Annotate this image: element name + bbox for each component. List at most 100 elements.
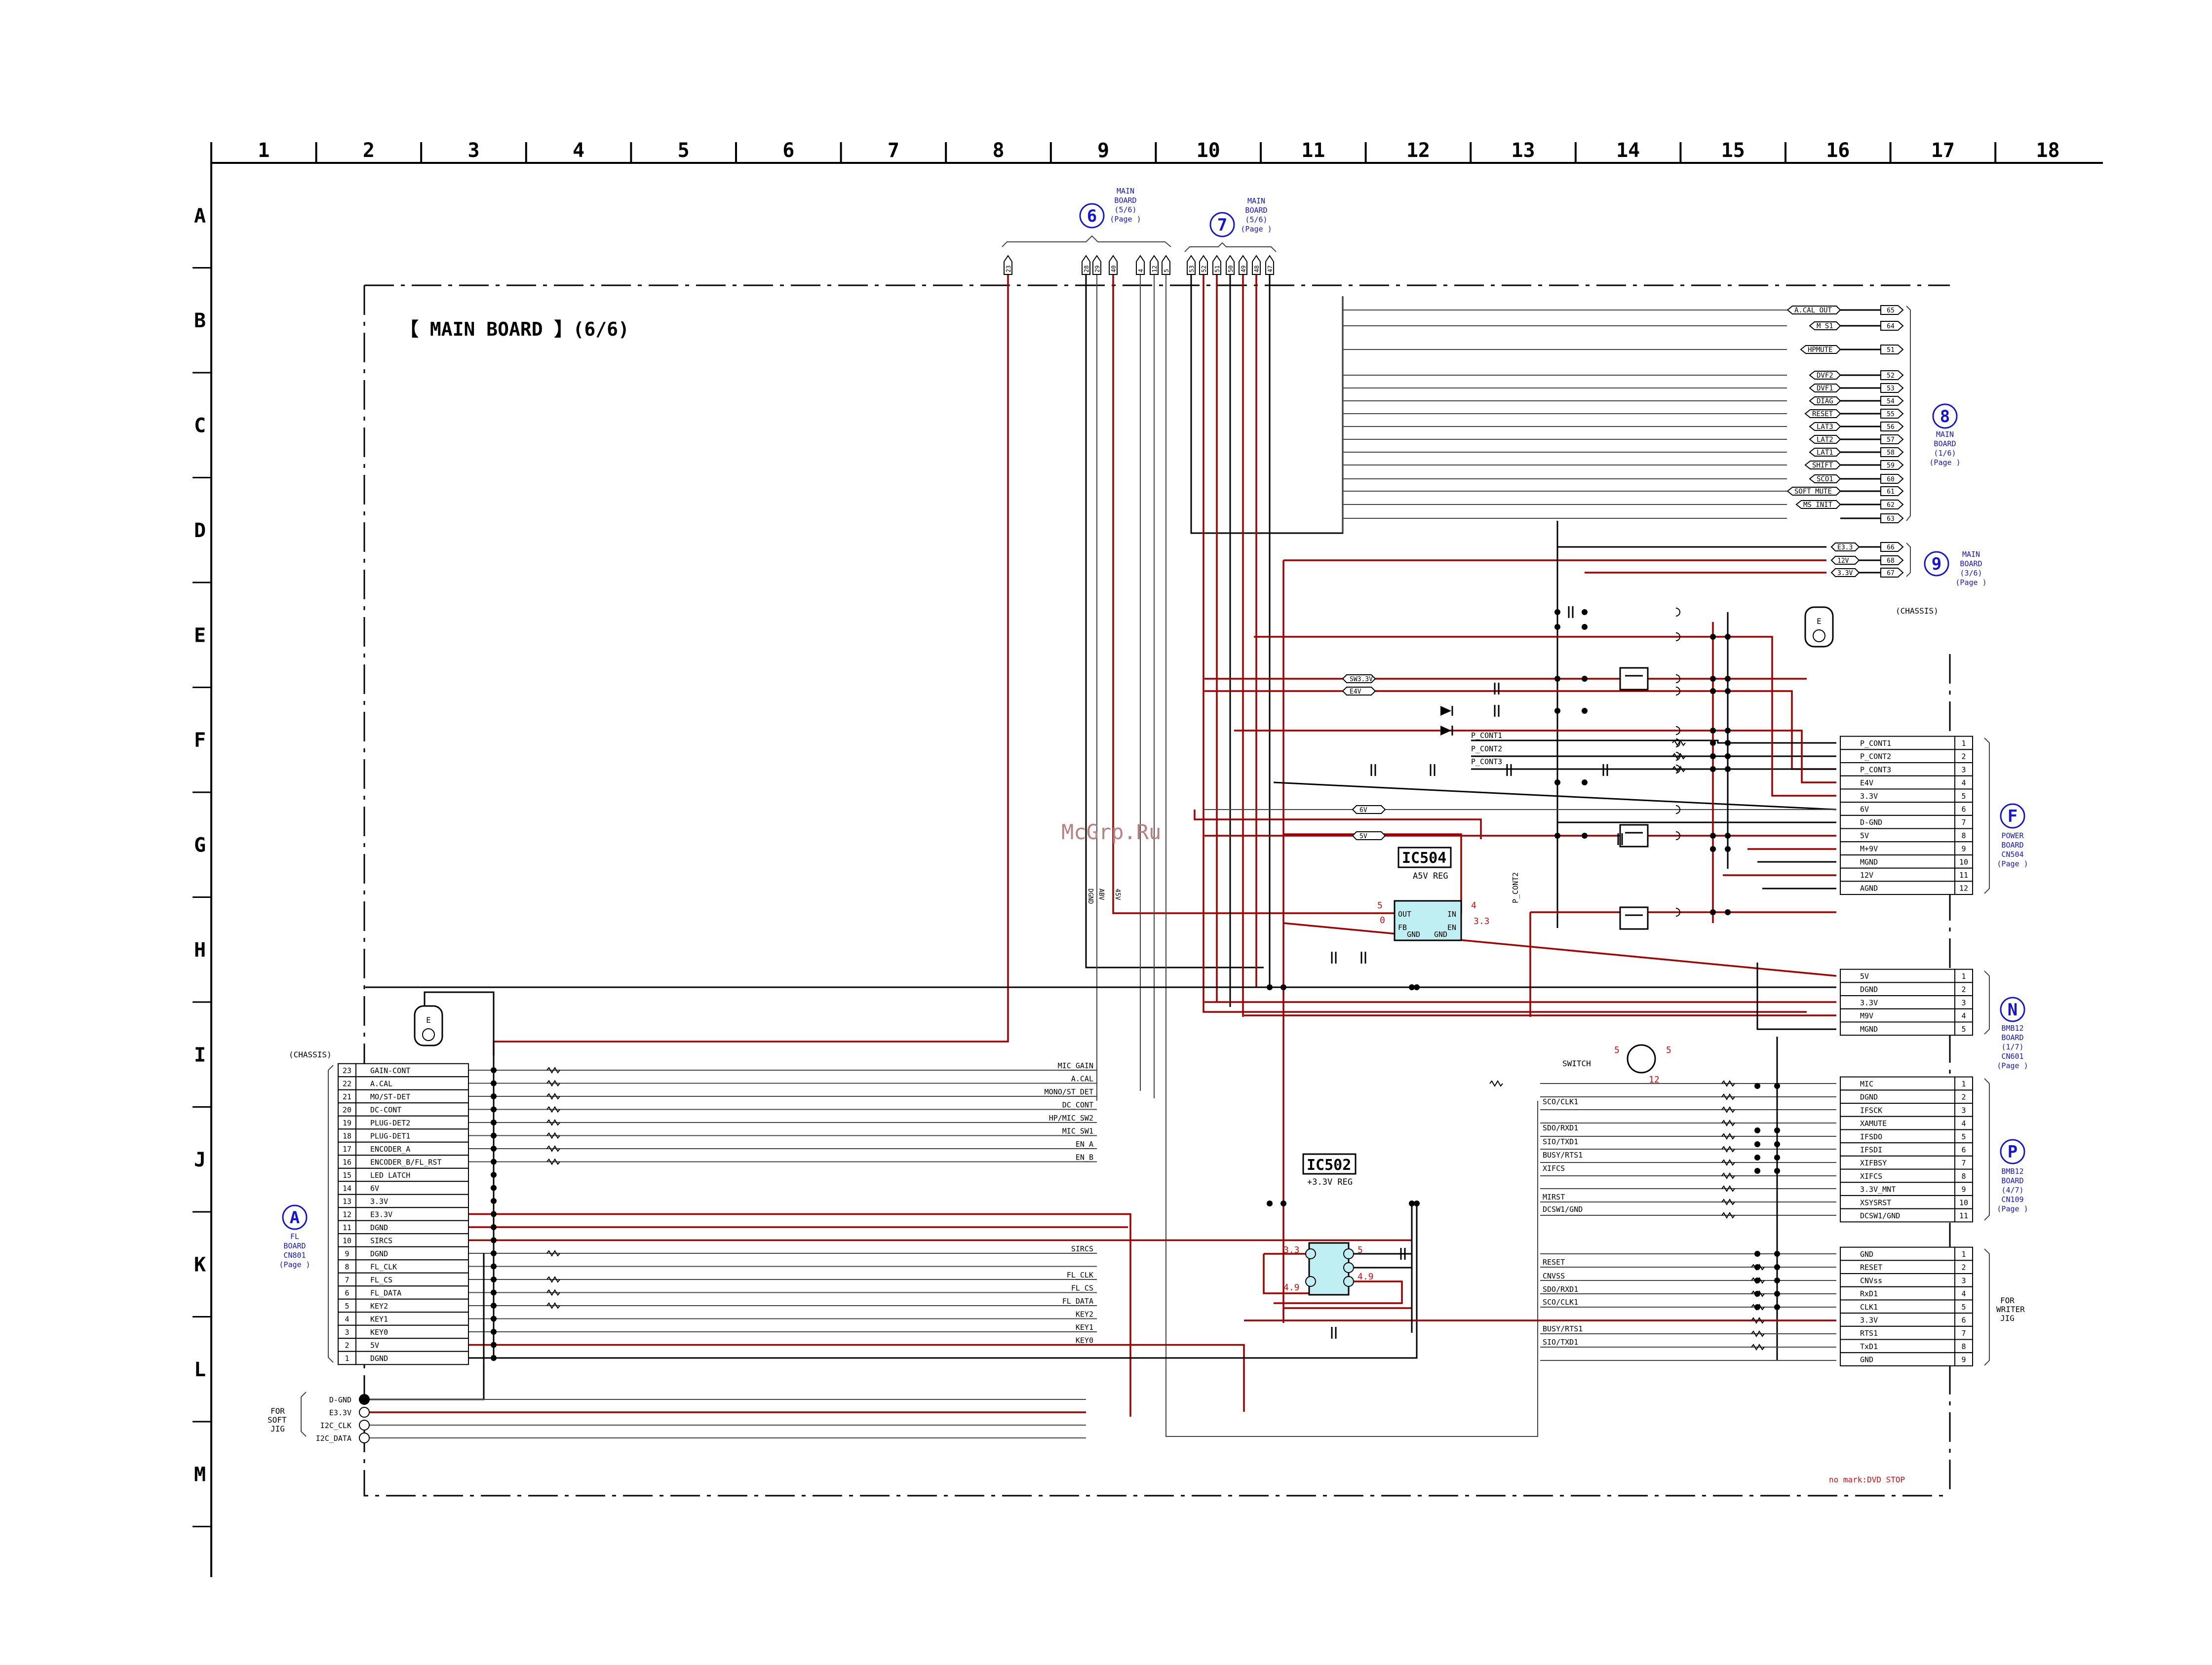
connW-pin-cell xyxy=(1954,1246,1973,1261)
connA-pin: 22 xyxy=(343,1080,351,1088)
connA-pin: 23 xyxy=(343,1066,351,1075)
connN-name: 3.3V xyxy=(1860,998,1878,1007)
conn9-tag xyxy=(1830,542,1860,551)
connW-name: RxD1 xyxy=(1860,1289,1878,1298)
connA-pin: 10 xyxy=(343,1237,351,1245)
resistor xyxy=(546,1119,560,1126)
ic504-name-box xyxy=(1397,847,1452,868)
conn8-pin: 63 xyxy=(1887,515,1895,523)
conn9-pin-flag xyxy=(1880,555,1904,565)
ref-rN-text: CN601 xyxy=(2001,1052,2023,1061)
resistor xyxy=(1721,1106,1735,1113)
pin-flag-6-label: 40 xyxy=(1110,266,1117,272)
ref-rN-circle xyxy=(2000,997,2025,1022)
connW-name: CNVss xyxy=(1860,1276,1882,1285)
connF-pin-cell xyxy=(1954,775,1973,790)
connW-pin: 9 xyxy=(1961,1355,1966,1364)
softjig-pin xyxy=(359,1433,370,1443)
ferrite-bead xyxy=(1675,738,1680,747)
ref-r7-text: BOARD xyxy=(1245,206,1267,215)
connA-signal: SIRCS xyxy=(1071,1244,1093,1253)
resistor xyxy=(1721,1120,1735,1126)
row-label-I: I xyxy=(194,1044,206,1066)
connF-row xyxy=(1840,841,1955,855)
ref-r7-text: MAIN xyxy=(1247,196,1265,205)
connA-pin: 12 xyxy=(343,1210,351,1219)
transistor xyxy=(1619,667,1649,691)
col-label-9: 9 xyxy=(1097,139,1109,162)
connA-name: PLUG-DET1 xyxy=(370,1132,410,1141)
connF-name: AGND xyxy=(1860,884,1878,893)
conn8-tag-label: SCO1 xyxy=(1817,475,1833,483)
v-502-in: 3.3 xyxy=(1283,1245,1300,1255)
connP-name: XAMUTE xyxy=(1860,1119,1887,1128)
conn8-tag-label: LAT2 xyxy=(1817,436,1833,444)
connA-pin-cell xyxy=(338,1246,356,1261)
connW-pin-cell xyxy=(1954,1260,1973,1275)
ref-rA-circle xyxy=(282,1204,308,1230)
ref-rF-text: CN504 xyxy=(2001,850,2023,859)
mid-tag xyxy=(1352,831,1386,840)
connF-pin: 6 xyxy=(1961,805,1966,814)
connA-pin: 14 xyxy=(343,1184,351,1193)
conn9-tag-label: E3.3 xyxy=(1837,544,1853,551)
connA-pin: 11 xyxy=(343,1223,351,1232)
connA-name: DGND xyxy=(370,1249,388,1258)
connW-signal: CNVSS xyxy=(1543,1272,1565,1280)
resistor xyxy=(546,1080,560,1087)
connA-signal: EN_B xyxy=(1076,1153,1093,1162)
connP-signal: SIO/TXD1 xyxy=(1543,1137,1578,1146)
connN-name: 5V xyxy=(1860,972,1869,981)
connA-row xyxy=(355,1063,469,1078)
connW-pin-cell xyxy=(1954,1273,1973,1287)
ic504-pin-gnd2: GND xyxy=(1434,930,1447,939)
pin-flag-6-29 xyxy=(1092,255,1101,275)
switch-transistor xyxy=(1627,1044,1656,1074)
conn8-pin: 52 xyxy=(1887,372,1895,380)
pin-flag-6-23 xyxy=(1004,255,1012,275)
connF-name: MGND xyxy=(1860,857,1878,866)
connP-name: 3.3V_MNT xyxy=(1860,1185,1896,1194)
vertical-tag: DGND xyxy=(1087,889,1094,904)
conn8-tag xyxy=(1809,435,1841,444)
conn8-tag-label: DVF1 xyxy=(1817,385,1833,392)
connA-row xyxy=(355,1076,469,1090)
connA-pin: 16 xyxy=(343,1158,351,1167)
connP-name: MIC xyxy=(1860,1080,1873,1088)
pin-flag-6-28 xyxy=(1082,255,1090,275)
softjig-name: E3.3V xyxy=(329,1408,351,1417)
soft-jig-line3: JIG xyxy=(271,1424,285,1433)
resistor xyxy=(1721,1199,1735,1205)
connF-row xyxy=(1840,749,1955,764)
connN-row xyxy=(1840,995,1955,1009)
col-label-1: 1 xyxy=(258,139,270,162)
pin-flag-7-label: 51 xyxy=(1214,266,1221,272)
connP-pin: 4 xyxy=(1961,1119,1966,1128)
connA-pin-cell xyxy=(338,1233,356,1247)
conn8-pin-flag xyxy=(1880,434,1904,444)
voltage-labels: 5 0 4 3.3 3.3 5 4.9 4.9 5 5 12 xyxy=(1283,900,1671,1293)
v-sw-1: 5 xyxy=(1614,1045,1620,1055)
row-label-D: D xyxy=(194,519,206,542)
col-label-12: 12 xyxy=(1406,139,1430,162)
ref-rN-text: BMB12 xyxy=(2001,1024,2023,1033)
transistor xyxy=(1619,906,1649,930)
connP-pin: 1 xyxy=(1961,1080,1966,1088)
ic504-pin-fb: FB xyxy=(1398,923,1407,932)
connP-name: XIFBSY xyxy=(1860,1159,1887,1167)
connP-signal: SCO/CLK1 xyxy=(1543,1097,1578,1106)
connF-pin: 1 xyxy=(1961,739,1966,748)
connW-name: RTS1 xyxy=(1860,1329,1878,1338)
v-502-adj: 4.9 xyxy=(1358,1272,1374,1282)
ref-rN-text: (Page ) xyxy=(1997,1061,2028,1070)
v-sw-3: 12 xyxy=(1649,1075,1660,1085)
connP-name: IFSCK xyxy=(1860,1106,1882,1115)
ferrite-bead xyxy=(1675,726,1680,735)
connW-row xyxy=(1840,1260,1955,1275)
resistor xyxy=(1751,1317,1765,1324)
ref-rA-text: (Page ) xyxy=(279,1260,310,1269)
connP-pin: 5 xyxy=(1961,1132,1966,1141)
connW-pin-cell xyxy=(1954,1299,1973,1314)
conn9-tag xyxy=(1830,568,1860,577)
